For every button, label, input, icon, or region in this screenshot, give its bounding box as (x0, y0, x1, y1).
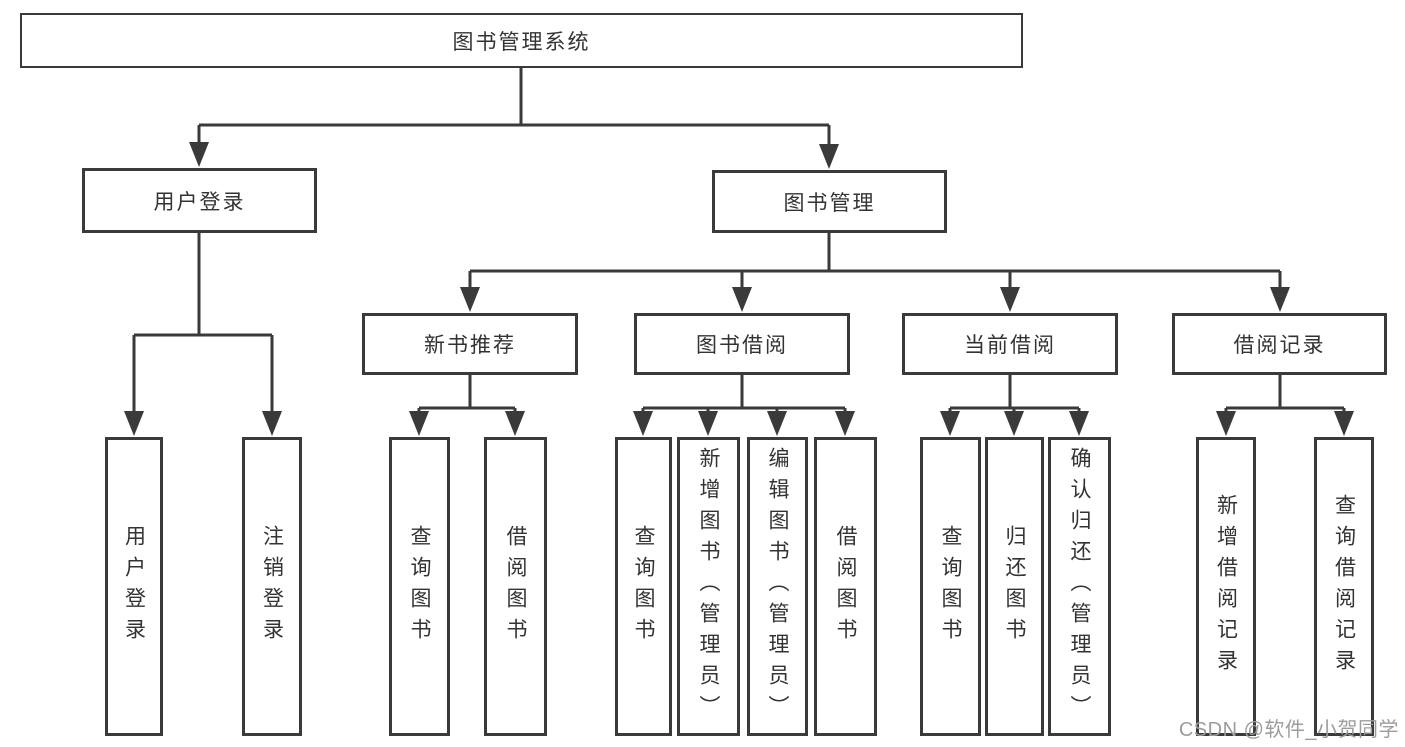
connector-userlogin-to-leaves (124, 233, 282, 436)
node-book-management: 图书管理 (712, 170, 947, 233)
node-label: 查询图书 (408, 524, 431, 649)
node-user-login: 用户登录 (82, 168, 317, 233)
arrowhead (1216, 411, 1236, 436)
node-label: 图书管理 (783, 191, 876, 215)
arrowhead (124, 411, 144, 436)
node-label: 当前借阅 (964, 334, 1056, 357)
arrowhead (1004, 411, 1024, 436)
node-new-book-recommend: 新书推荐 (362, 313, 578, 375)
node-label: 新增图书（管理员） (697, 447, 720, 726)
node-label: 查询借阅记录 (1332, 493, 1356, 680)
arrowhead (698, 411, 718, 436)
arrowhead (1000, 287, 1020, 312)
node-label: 归还图书 (1003, 524, 1026, 649)
node-label: 借阅图书 (834, 524, 857, 649)
leaf-logout: 注销登录 (242, 437, 302, 736)
node-label: 注销登录 (260, 524, 284, 649)
leaf-edit-book-admin: 编辑图书（管理员） (747, 437, 808, 736)
leaf-query-book-borrow: 查询图书 (615, 437, 672, 736)
arrowhead (940, 411, 960, 436)
node-label: 借阅记录 (1233, 334, 1326, 357)
connector-root-to-level2 (189, 68, 839, 169)
arrowhead (1334, 411, 1354, 436)
node-library-system: 图书管理系统 (20, 13, 1023, 68)
arrowhead (409, 411, 429, 436)
leaf-query-book-newbook: 查询图书 (389, 437, 450, 736)
arrowhead (819, 144, 839, 169)
arrowhead (262, 411, 282, 436)
watermark: CSDN @软件_小贺同学 (1178, 719, 1399, 741)
connector-record-to-leaves (1216, 375, 1354, 436)
arrowhead (1270, 287, 1290, 312)
leaf-add-borrow-record: 新增借阅记录 (1196, 437, 1256, 736)
leaf-return-book: 归还图书 (985, 437, 1044, 736)
arrowhead (1069, 411, 1089, 436)
connector-newbook-to-leaves (409, 375, 525, 436)
node-label: 图书管理系统 (452, 30, 591, 54)
connector-current-to-leaves (940, 375, 1089, 436)
node-label: 借阅图书 (504, 524, 527, 649)
leaf-user-login: 用户登录 (105, 437, 163, 736)
arrowhead (732, 287, 752, 312)
node-label: 新增借阅记录 (1214, 493, 1238, 680)
arrowhead (633, 411, 653, 436)
node-label: 新书推荐 (424, 334, 516, 357)
node-label: 查询图书 (939, 524, 962, 649)
node-label: 图书借阅 (696, 334, 788, 357)
arrowhead (505, 411, 525, 436)
arrowhead (767, 411, 787, 436)
node-label: 用户登录 (122, 524, 146, 649)
node-borrow-record: 借阅记录 (1172, 313, 1387, 375)
node-book-borrow: 图书借阅 (634, 313, 850, 375)
leaf-add-book-admin: 新增图书（管理员） (677, 437, 740, 736)
leaf-query-book-current: 查询图书 (920, 437, 981, 736)
arrowhead (189, 142, 209, 167)
leaf-confirm-return-admin: 确认归还（管理员） (1048, 437, 1111, 736)
arrowhead (460, 287, 480, 312)
arrowhead (835, 411, 855, 436)
connector-bookmgmt-to-level3 (460, 233, 1290, 312)
leaf-query-borrow-record: 查询借阅记录 (1314, 437, 1374, 736)
node-current-borrow: 当前借阅 (902, 313, 1118, 375)
leaf-borrow-book-newbook: 借阅图书 (484, 437, 547, 736)
node-label: 用户登录 (153, 190, 246, 214)
leaf-borrow-book: 借阅图书 (814, 437, 877, 736)
connector-borrow-to-leaves (633, 375, 855, 436)
node-label: 编辑图书（管理员） (766, 447, 789, 726)
node-label: 确认归还（管理员） (1068, 447, 1091, 726)
node-label: 查询图书 (632, 524, 655, 649)
